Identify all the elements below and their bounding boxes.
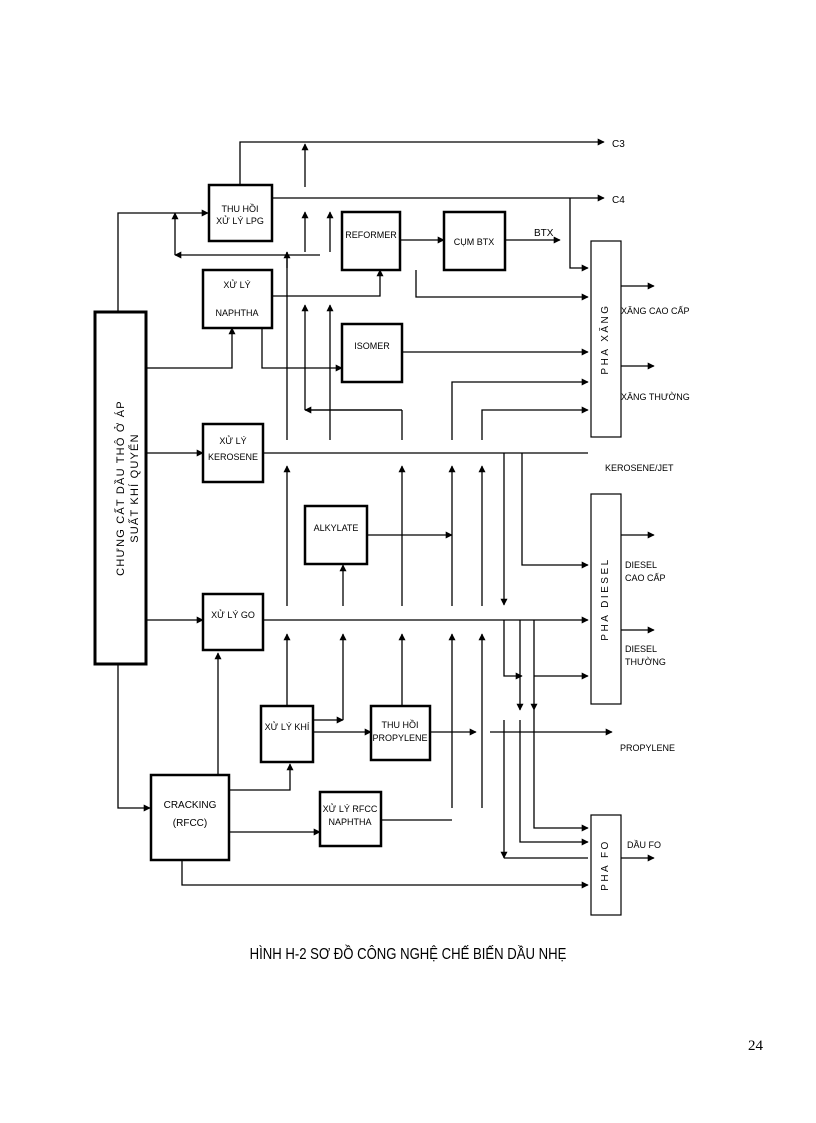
btx-box xyxy=(442,210,507,272)
cracking-box xyxy=(149,773,231,862)
propylene-recovery-box xyxy=(369,704,432,762)
pha-xang-label: PHA XĂNG xyxy=(598,303,611,374)
propylene-label: PROPYLENE xyxy=(620,743,675,753)
lpg-label-1: THU HỒI xyxy=(222,203,259,214)
cracking-label-2: (RFCC) xyxy=(173,818,207,829)
c3-label: C3 xyxy=(612,139,625,150)
gas-box xyxy=(259,704,315,764)
page-number: 24 xyxy=(748,1038,763,1054)
rfcc-naphtha-box xyxy=(318,790,383,848)
pha-diesel-label: PHA DIESEL xyxy=(600,557,611,640)
c4-label: C4 xyxy=(612,195,625,206)
naphtha-box xyxy=(201,268,274,330)
reformer-box xyxy=(340,210,402,272)
rfcc-naphtha-label-1: XỬ LÝ RFCC xyxy=(323,803,378,814)
rfcc-naphtha-label-2: NAPHTHA xyxy=(328,817,371,827)
isomer-label: ISOMER xyxy=(354,341,390,351)
distillation-box xyxy=(93,310,148,666)
dau-fo-label: DẦU FO xyxy=(627,840,661,850)
btx-output-label: BTX xyxy=(534,228,554,239)
kerosene-label-2: KEROSENE xyxy=(208,452,258,462)
go-box xyxy=(201,592,265,652)
lpg-label-2: XỬ LÝ LPG xyxy=(216,215,264,226)
pha-diesel-box xyxy=(590,493,622,705)
pha-fo-label: PHA FO xyxy=(600,839,611,891)
lpg-box xyxy=(207,183,274,243)
diesel-thuong-label-1: DIESEL xyxy=(625,644,657,654)
xang-cao-cap-label: XĂNG CAO CẤP xyxy=(621,306,690,316)
go-label: XỬ LÝ GO xyxy=(211,609,255,620)
diesel-thuong-label-2: THƯỜNG xyxy=(625,657,666,667)
flow-lines xyxy=(117,138,655,889)
pha-xang-box xyxy=(590,240,622,438)
naphtha-label-2: NAPHTHA xyxy=(215,308,258,318)
pha-fo-box xyxy=(590,814,622,916)
process-boxes xyxy=(93,183,622,916)
kerosene-label-1: XỬ LÝ xyxy=(219,435,246,446)
cracking-label-1: CRACKING xyxy=(164,800,217,811)
xang-thuong-label: XĂNG THƯỜNG xyxy=(621,392,690,402)
gas-label: XỬ LÝ KHÍ xyxy=(265,721,310,732)
propylene-rec-label-1: THU HỒI xyxy=(382,719,419,730)
isomer-box xyxy=(340,322,404,384)
figure-caption: HÌNH H-2 SƠ ĐỒ CÔNG NGHỆ CHẾ BIẾN DẦU NH… xyxy=(249,946,567,963)
alkylate-box xyxy=(303,504,369,566)
alkylate-label: ALKYLATE xyxy=(314,523,359,533)
output-labels: C3 C4 BTX XĂNG CAO CẤP XĂNG THƯỜNG KEROS… xyxy=(534,139,690,850)
diesel-cao-cap-label-2: CAO CẤP xyxy=(625,573,666,583)
distill-label: CHƯNG CẤT DẦU THÔ Ở ÁP xyxy=(114,400,127,576)
kerosene-box xyxy=(201,422,265,484)
propylene-rec-label-2: PROPYLENE xyxy=(372,733,427,743)
diesel-cao-cap-label-1: DIESEL xyxy=(625,560,657,570)
box-labels: CHƯNG CẤT DẦU THÔ Ở ÁP SUẤT KHÍ QUYỂN TH… xyxy=(114,203,611,891)
kerosene-jet-label: KEROSENE/JET xyxy=(605,463,674,473)
reformer-label: REFORMER xyxy=(345,230,397,240)
naphtha-label-1: XỬ LÝ xyxy=(223,279,250,290)
distill-label-2: SUẤT KHÍ QUYỂN xyxy=(128,433,141,543)
btx-box-label: CỤM BTX xyxy=(454,237,495,247)
